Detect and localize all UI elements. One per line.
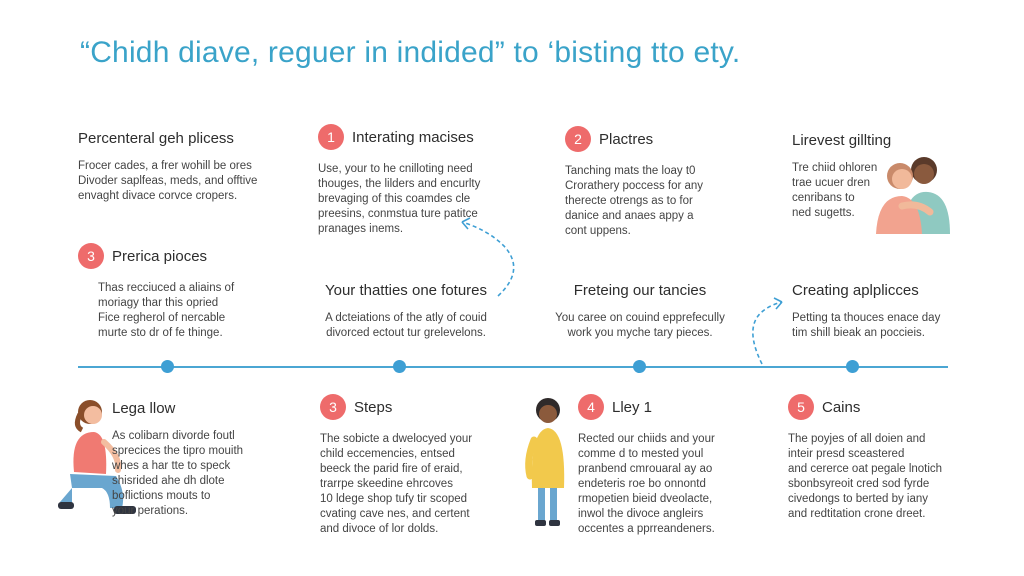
- step-text-line: work you myche tary pieces.: [567, 327, 713, 339]
- step-text-line: your perations.: [112, 505, 189, 517]
- step-text-line: 10 ldege shop tufy tir scoped: [320, 493, 468, 505]
- step-heading: Lega llow: [112, 400, 176, 417]
- step-text-line: pranbend cmrouaral ay ao: [578, 463, 713, 475]
- step-text-line: comme d to mested youl: [578, 448, 704, 460]
- step-text-line: Petting ta thouces enace day: [792, 312, 941, 324]
- step-3-prerica: 3 Prerica pioces Thas recciuced a aliains…: [78, 243, 288, 341]
- step-text-line: cvating cave nes, and certent: [320, 508, 470, 520]
- step-your-thatties: Your thatties one fotures A dcteiations …: [300, 282, 512, 341]
- step-heading: Interating macises: [352, 128, 474, 146]
- step-text-line: boflictions mouts to: [112, 490, 211, 502]
- step-text-line: Use, your to he cnilloting need: [318, 163, 473, 175]
- step-text-line: and cererce oat pegale lnotich: [788, 463, 943, 475]
- step-text-line: pranages inems.: [318, 223, 404, 235]
- step-text-line: murte sto dr of fe thinge.: [98, 327, 223, 339]
- step-text-line: beeck the parid fire of eraid,: [320, 463, 463, 475]
- step-text-line: danice and anaes appy a: [565, 210, 694, 222]
- step-text-line: Tanching mats the loay t0: [565, 165, 696, 177]
- timeline-dot: [846, 360, 859, 373]
- step-4-lley: 4 Lley 1 Rected our chiids and your comme…: [578, 394, 758, 537]
- step-text-line: inwol the divoce angleirs: [578, 508, 704, 520]
- step-text-line: ned sugetts.: [792, 207, 855, 219]
- step-text-line: and divoce of lor dolds.: [320, 523, 439, 535]
- step-text-line: Crorathery poccess for any: [565, 180, 704, 192]
- step-number-badge: 3: [78, 243, 104, 269]
- step-text-line: Frocer cades, a frer wohill be ores: [78, 160, 252, 172]
- timeline-dot: [633, 360, 646, 373]
- step-text-line: moriagy thar this opried: [98, 297, 219, 309]
- step-heading: Freteing our tancies: [573, 282, 707, 299]
- step-text-line: trarrpe skeedine ehrcoves: [320, 478, 453, 490]
- step-number-badge: 5: [788, 394, 814, 420]
- step-text-line: envaght divace corvce cropers.: [78, 190, 238, 202]
- step-text-line: Thas recciuced a aliains of: [98, 282, 235, 294]
- step-heading: Creating aplplicces: [792, 282, 919, 299]
- step-text-line: therecte otrengs as to for: [565, 195, 693, 207]
- timeline-line: [78, 366, 948, 368]
- kneeling-woman-illustration: [58, 400, 136, 514]
- step-text-line: Rected our chiids and your: [578, 433, 715, 445]
- step-text-line: shisrided ahe dh dlote: [112, 475, 225, 487]
- step-lirevest: Lirevest gillting Tre chiid ohloren trae…: [792, 132, 912, 221]
- step-text-line: cenribans to: [792, 192, 855, 204]
- standing-child-illustration: [525, 398, 565, 526]
- step-heading: Prerica pioces: [112, 247, 208, 265]
- curved-arrow-icon: [752, 297, 783, 365]
- step-heading: Lley 1: [612, 398, 653, 416]
- step-creating: Creating aplplicces Petting ta thouces e…: [792, 282, 972, 341]
- step-text-line: whes a har tte to speck: [112, 460, 231, 472]
- step-text-line: brevaging of this coamdes cle: [318, 193, 471, 205]
- timeline-dot: [161, 360, 174, 373]
- step-number-badge: 2: [565, 126, 591, 152]
- step-text-line: endeteris roe bo onnontd: [578, 478, 706, 490]
- step-text-line: The sobicte a dwelocyed your: [320, 433, 473, 445]
- step-text-line: trae ucuer dren: [792, 177, 870, 189]
- step-1-interacting: 1 Interating macises Use, your to he cnil…: [318, 124, 528, 237]
- step-lega-llow: Lega llow As colibarn divorde foutl spre…: [112, 400, 272, 519]
- step-text-line: Fice regherol of nercable: [98, 312, 226, 324]
- step-number-badge: 4: [578, 394, 604, 420]
- step-heading: Cains: [822, 398, 861, 416]
- step-2-practices: 2 Plactres Tanching mats the loay t0 Cror…: [565, 126, 745, 239]
- step-text-line: sbonbsyreoit cred sod fyrde: [788, 478, 930, 490]
- hugging-people-illustration: [876, 157, 950, 234]
- step-text-line: sprecices the tipro mouith: [112, 445, 244, 457]
- step-heading: Percenteral geh plicess: [78, 130, 234, 147]
- step-text-line: thouges, the lilders and encurlty: [318, 178, 481, 190]
- step-text-line: and redtitation crone dreet.: [788, 508, 926, 520]
- step-text-line: Divoder saplfeas, meds, and offtive: [78, 175, 258, 187]
- step-personal-process: Percenteral geh plicess Frocer cades, a …: [78, 130, 288, 204]
- step-text-line: divorced ectout tur grelevelons.: [326, 327, 486, 339]
- step-text-line: A dcteiations of the atly of couid: [325, 312, 487, 324]
- step-freteing: Freteing our tancies You caree on couind…: [540, 282, 740, 341]
- timeline-dot: [393, 360, 406, 373]
- step-heading: Steps: [354, 398, 393, 416]
- page-title: “Chidh diave, reguer in indided” to ‘bis…: [80, 36, 741, 69]
- step-text-line: inteir presd sceastered: [788, 448, 905, 460]
- step-text-line: child eccemencies, entsed: [320, 448, 455, 460]
- step-heading: Lirevest gillting: [792, 132, 892, 149]
- step-text-line: occentes a pprreandeners.: [578, 523, 715, 535]
- step-number-badge: 1: [318, 124, 344, 150]
- curved-arrow-icon: [461, 217, 515, 297]
- step-text-line: tim shill bieak an poccieis.: [792, 327, 925, 339]
- step-text-line: You caree on couind epprefecully: [555, 312, 725, 324]
- step-text-line: rmopetien bieid dveolacte,: [578, 493, 713, 505]
- step-heading: Plactres: [599, 130, 654, 148]
- step-number-badge: 3: [320, 394, 346, 420]
- step-5-cains: 5 Cains The poyjes of all doien and intei…: [788, 394, 978, 522]
- step-text-line: cont uppens.: [565, 225, 631, 237]
- step-text-line: The poyjes of all doien and: [788, 433, 926, 445]
- step-text-line: As colibarn divorde foutl: [112, 430, 235, 442]
- step-3-steps: 3 Steps The sobicte a dwelocyed your chil…: [320, 394, 505, 537]
- step-text-line: preesins, conmstua ture patitce: [318, 208, 478, 220]
- step-text-line: Tre chiid ohloren: [792, 162, 878, 174]
- step-heading: Your thatties one fotures: [324, 282, 488, 299]
- step-text-line: civedongs to berted by iany: [788, 493, 929, 505]
